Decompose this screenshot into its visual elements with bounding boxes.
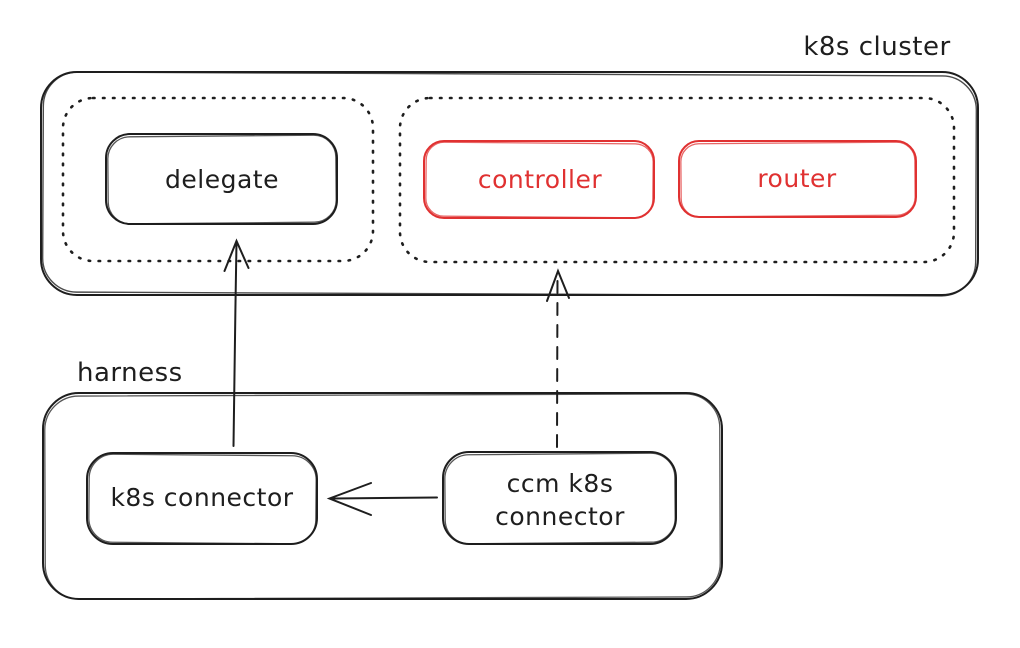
node-controller: controller [423, 140, 655, 219]
harness-border-sketch-pass [44, 393, 721, 600]
k8s-cluster-label: k8s cluster [803, 32, 950, 62]
controller-box [423, 140, 655, 219]
delegate-box-sketch-pass [107, 134, 337, 225]
k8s-connector-box [86, 452, 318, 545]
k8s-cluster-border-sketch-pass [41, 71, 978, 297]
cluster-harness: harness [42, 358, 723, 600]
node-delegate: delegate [105, 133, 338, 225]
arrow-k8s-connector-to-delegate [223, 238, 250, 447]
delegate-label: delegate [165, 165, 279, 194]
router-label: router [757, 164, 837, 193]
node-k8s-connector: k8s connector [86, 452, 318, 545]
node-router: router [678, 140, 917, 218]
delegate-box [105, 133, 338, 225]
arrow-ccm-connector-to-k8s-connector-head [326, 482, 372, 516]
k8s-connector-label: k8s connector [110, 483, 293, 512]
ccm-k8s-connector-label-line1: ccm k8s [507, 469, 614, 498]
node-ccm-k8s-connector: ccm k8s connector [442, 451, 677, 545]
arrow-ccm-connector-to-k8s-connector [326, 482, 438, 516]
ccm-k8s-connector-label-line2: connector [495, 502, 625, 531]
arrow-ccm-connector-to-ccm-group [546, 268, 570, 448]
cluster-k8s-cluster: k8s cluster [40, 32, 979, 297]
group-delegate-pod [61, 96, 375, 263]
ccm-k8s-connector-box [442, 451, 677, 545]
k8s-cluster-border [40, 71, 979, 296]
arrow-k8s-connector-to-delegate-head [223, 238, 250, 272]
controller-label: controller [478, 165, 602, 194]
router-box [678, 140, 917, 218]
harness-label: harness [77, 358, 183, 388]
ccm-k8s-connector-box-sketch-pass [444, 452, 676, 545]
k8s-connector-box-sketch-pass [88, 453, 317, 545]
controller-box-sketch-pass [425, 141, 654, 219]
group-ccm-pod [398, 96, 956, 264]
arrow-ccm-connector-to-k8s-connector-shaft [332, 496, 438, 500]
arrow-ccm-connector-to-ccm-group-head [546, 268, 570, 302]
delegate-group-dotted-border [61, 96, 375, 263]
ccm-group-dotted-border [398, 96, 956, 264]
arrow-k8s-connector-to-delegate-shaft [232, 241, 238, 447]
router-box-sketch-pass [680, 141, 916, 218]
arrow-ccm-connector-to-ccm-group-shaft [556, 273, 559, 448]
harness-border [42, 392, 723, 600]
